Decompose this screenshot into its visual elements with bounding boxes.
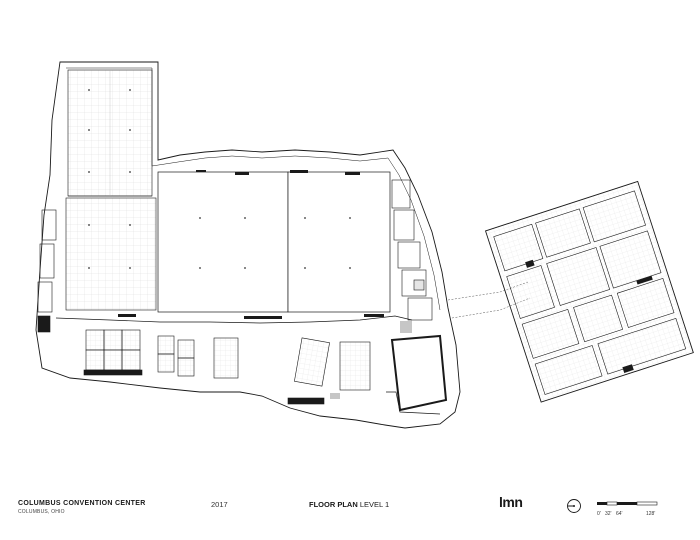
project-name: COLUMBUS CONVENTION CENTER [18, 500, 146, 507]
sheet-title-bold: FLOOR PLAN [309, 500, 358, 509]
firm-logo: lmn [499, 494, 523, 510]
drawing-year: 2017 [211, 500, 228, 509]
main-building [35, 61, 461, 429]
meeting-rooms-center-west [157, 335, 239, 379]
floor-plan-drawing [35, 61, 694, 429]
sheet-title-level: LEVEL 1 [359, 500, 390, 509]
scale-tick-64: 64' [616, 511, 623, 517]
ballroom [386, 334, 448, 415]
concourse-wall [55, 315, 413, 324]
scale-tick-0: 0' [597, 511, 601, 517]
sheet-title: FLOOR PLAN LEVEL 1 [309, 500, 389, 509]
exhibit-hall-c [157, 171, 289, 313]
scale-bar-icon [597, 501, 658, 506]
scale-tick-128: 128' [646, 511, 656, 517]
exhibit-hall-a [67, 69, 153, 197]
north-wall-details [196, 170, 360, 175]
exhibit-hall-d [287, 171, 391, 313]
east-service-spine [391, 179, 433, 321]
project-location: COLUMBUS, OHIO [18, 509, 65, 515]
structural-columns [88, 89, 351, 269]
main-building-outline [35, 61, 461, 429]
meeting-rooms-center [287, 337, 371, 405]
west-service-strip [37, 209, 57, 333]
scale-tick-32: 32' [605, 511, 612, 517]
meeting-rooms-west [83, 329, 143, 376]
stairs [330, 321, 412, 399]
concourse-markers [118, 314, 384, 319]
hotel-building [484, 180, 694, 403]
exhibit-hall-b [65, 197, 157, 311]
north-arrow-icon [567, 499, 581, 513]
